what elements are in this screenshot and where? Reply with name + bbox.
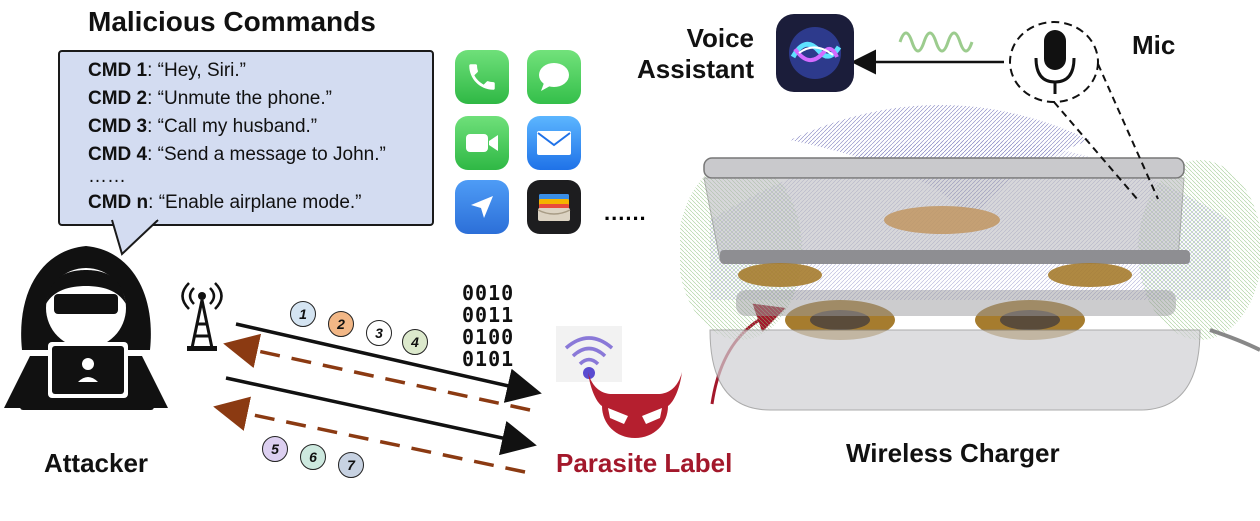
command-3: CMD 3: “Call my husband.” [88, 116, 318, 137]
bubble-tail [111, 218, 159, 256]
request-arrow-2 [225, 376, 537, 456]
wireless-charger-label: Wireless Charger [846, 438, 1060, 468]
devil-icon [588, 372, 682, 438]
sound-wave [898, 31, 974, 53]
facetime-app-icon [455, 116, 509, 170]
step-5: 5 [262, 436, 288, 462]
step-1: 1 [290, 301, 316, 327]
hacker-icon [4, 246, 168, 410]
voice-assistant-label: Voice [686, 23, 754, 53]
step-6: 6 [300, 444, 326, 470]
request-arrow-1 [235, 322, 542, 403]
command-4: CMD 4: “Send a message to John.” [88, 144, 386, 165]
mic-label: Mic [1132, 30, 1176, 60]
mail-app-icon [527, 116, 581, 170]
antenna-icon [181, 282, 223, 351]
wallet-app-icon [527, 180, 581, 234]
response-arrow-2 [213, 396, 526, 474]
command-n: CMD n: “Enable airplane mode.” [88, 192, 362, 213]
step-7: 7 [338, 452, 364, 478]
commands-bubble [58, 50, 434, 226]
parasite-label-text: Parasite Label [556, 448, 733, 478]
wireless-charger-image [680, 105, 1260, 411]
diagram-title: Malicious Commands [88, 6, 376, 37]
wifi-icon [556, 326, 622, 382]
more-apps-ellipsis: ...... [604, 200, 647, 225]
step-2: 2 [328, 311, 354, 337]
command-2: CMD 2: “Unmute the phone.” [88, 88, 332, 109]
attacker-label: Attacker [44, 448, 149, 478]
voice-assistant-label-line2: Assistant [636, 54, 754, 84]
messages-app-icon [527, 50, 581, 104]
phone-app-icon [455, 50, 509, 104]
step-3: 3 [366, 320, 392, 346]
step-4: 4 [402, 329, 428, 355]
command-1: CMD 1: “Hey, Siri.” [88, 60, 246, 81]
response-arrow-1 [223, 333, 531, 412]
microphone-icon [1009, 21, 1159, 201]
maps-app-icon [455, 180, 509, 234]
siri-icon [776, 14, 854, 92]
command-ellipsis: …… [88, 166, 126, 187]
